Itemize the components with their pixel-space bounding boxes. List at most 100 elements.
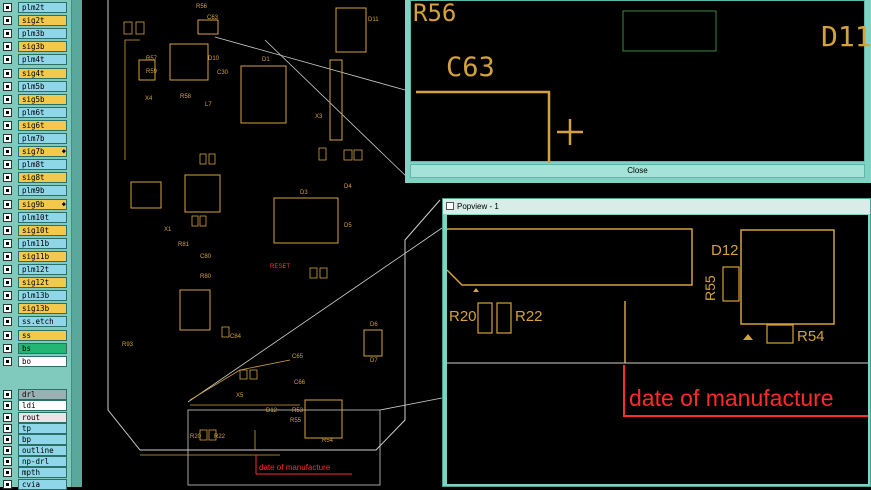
- layer-visibility-checkbox[interactable]: [3, 16, 12, 26]
- layer-row-sig8t[interactable]: sig8t: [2, 172, 68, 184]
- layer-label[interactable]: plm4t: [18, 54, 67, 66]
- layer-row-sig4t[interactable]: sig4t: [2, 67, 68, 79]
- layer-label[interactable]: outline: [18, 445, 67, 457]
- layer-visibility-checkbox[interactable]: [3, 94, 12, 104]
- layer-row-plm2t[interactable]: plm2t: [2, 2, 68, 13]
- layer-row-sig9b[interactable]: sig9b◆: [2, 198, 68, 210]
- layer-visibility-checkbox[interactable]: [3, 304, 12, 314]
- layer-visibility-checkbox[interactable]: [3, 29, 12, 39]
- close-button[interactable]: Close: [410, 164, 865, 178]
- layer-row-sig6t[interactable]: sig6t: [2, 119, 68, 131]
- popview-bottom-window[interactable]: Popview - 1 R20 R22 D12 R55 R54 date of …: [442, 198, 871, 487]
- layer-visibility-checkbox[interactable]: [3, 186, 12, 196]
- layer-row-mpth[interactable]: mpth: [2, 467, 68, 479]
- layer-row-outline[interactable]: outline: [2, 445, 68, 457]
- layer-label[interactable]: np-drl: [18, 456, 67, 468]
- layer-label[interactable]: cvia: [18, 478, 67, 490]
- layer-label[interactable]: sig12t: [18, 277, 67, 289]
- layer-panel-scrollbar[interactable]: [72, 0, 82, 487]
- layer-visibility-checkbox[interactable]: [3, 412, 12, 422]
- layer-label[interactable]: plm5b: [18, 80, 67, 92]
- layer-row-plm6t[interactable]: plm6t: [2, 106, 68, 118]
- layer-label[interactable]: plm3b: [18, 28, 67, 40]
- layer-label[interactable]: plm13b: [18, 290, 67, 302]
- layer-label[interactable]: sig6t: [18, 119, 67, 131]
- layer-row-plm5b[interactable]: plm5b: [2, 80, 68, 92]
- layer-visibility-checkbox[interactable]: [3, 42, 12, 52]
- layer-visibility-checkbox[interactable]: [3, 424, 12, 433]
- layer-row-sig11b[interactable]: sig11b: [2, 250, 68, 262]
- layer-visibility-checkbox[interactable]: [3, 265, 12, 274]
- layer-label[interactable]: sig3b: [18, 41, 67, 53]
- layer-visibility-checkbox[interactable]: [3, 390, 12, 399]
- layer-label[interactable]: sig13b: [18, 303, 67, 315]
- layer-label[interactable]: plm9b: [18, 185, 67, 197]
- layer-label[interactable]: bo: [18, 355, 67, 367]
- layer-visibility-checkbox[interactable]: [3, 225, 12, 235]
- layer-label[interactable]: plm10t: [18, 211, 67, 223]
- layer-label[interactable]: tp: [18, 423, 67, 434]
- layer-visibility-checkbox[interactable]: [3, 160, 12, 170]
- layer-label[interactable]: sig4t: [18, 67, 67, 79]
- layer-visibility-checkbox[interactable]: [3, 107, 12, 117]
- layer-label[interactable]: drl: [18, 389, 67, 400]
- layer-row-sig5b[interactable]: sig5b: [2, 93, 68, 105]
- layer-visibility-checkbox[interactable]: [3, 238, 12, 248]
- layer-label[interactable]: plm7b: [18, 133, 67, 144]
- layer-label[interactable]: bs: [18, 342, 67, 354]
- layer-label[interactable]: plm11b: [18, 237, 67, 249]
- layer-row-plm10t[interactable]: plm10t: [2, 211, 68, 223]
- layer-visibility-checkbox[interactable]: [3, 457, 12, 467]
- layer-row-ss[interactable]: ss: [2, 329, 68, 341]
- layer-row-plm9b[interactable]: plm9b: [2, 185, 68, 197]
- layer-row-plm8t[interactable]: plm8t: [2, 159, 68, 171]
- layer-row-np-drl[interactable]: np-drl: [2, 456, 68, 468]
- layer-label[interactable]: sig8t: [18, 172, 67, 184]
- layer-visibility-checkbox[interactable]: [3, 251, 12, 261]
- layer-label[interactable]: sig9b: [18, 198, 67, 210]
- layer-row-plm12t[interactable]: plm12t: [2, 264, 68, 275]
- layer-visibility-checkbox[interactable]: [3, 291, 12, 301]
- layer-row-plm4t[interactable]: plm4t: [2, 54, 68, 66]
- layer-visibility-checkbox[interactable]: [3, 68, 12, 78]
- layer-row-tp[interactable]: tp: [2, 423, 68, 434]
- layer-row-drl[interactable]: drl: [2, 389, 68, 400]
- layer-row-sig2t[interactable]: sig2t: [2, 15, 68, 27]
- layer-row-sig7b[interactable]: sig7b◆: [2, 146, 68, 158]
- layer-visibility-checkbox[interactable]: [3, 446, 12, 456]
- layer-visibility-checkbox[interactable]: [3, 212, 12, 222]
- layer-label[interactable]: plm8t: [18, 159, 67, 171]
- layer-row-plm3b[interactable]: plm3b: [2, 28, 68, 40]
- layer-label[interactable]: sig2t: [18, 15, 67, 27]
- layer-row-plm11b[interactable]: plm11b: [2, 237, 68, 249]
- layer-visibility-checkbox[interactable]: [3, 356, 12, 366]
- layer-visibility-checkbox[interactable]: [3, 468, 12, 478]
- layer-visibility-checkbox[interactable]: [3, 343, 12, 353]
- layer-row-sig10t[interactable]: sig10t: [2, 224, 68, 236]
- layer-label[interactable]: bp: [18, 434, 67, 446]
- layer-label[interactable]: sig5b: [18, 93, 67, 105]
- layer-label[interactable]: mpth: [18, 467, 67, 479]
- layer-visibility-checkbox[interactable]: [3, 317, 12, 327]
- layer-visibility-checkbox[interactable]: [3, 401, 12, 411]
- layer-visibility-checkbox[interactable]: [3, 3, 12, 12]
- layer-label[interactable]: plm6t: [18, 106, 67, 118]
- layer-label[interactable]: rout: [18, 411, 67, 423]
- layer-row-sig3b[interactable]: sig3b: [2, 41, 68, 53]
- layer-visibility-checkbox[interactable]: [3, 81, 12, 91]
- layer-row-bs[interactable]: bs: [2, 342, 68, 354]
- layer-row-ss-etch[interactable]: ss.etch: [2, 316, 68, 328]
- layer-row-plm7b[interactable]: plm7b: [2, 133, 68, 144]
- layer-label[interactable]: plm12t: [18, 264, 67, 275]
- layer-visibility-checkbox[interactable]: [3, 479, 12, 489]
- layer-row-sig13b[interactable]: sig13b: [2, 303, 68, 315]
- layer-visibility-checkbox[interactable]: [3, 120, 12, 130]
- layer-label[interactable]: sig11b: [18, 250, 67, 262]
- layer-visibility-checkbox[interactable]: [3, 199, 12, 209]
- layer-visibility-checkbox[interactable]: [3, 173, 12, 183]
- layer-row-cvia[interactable]: cvia: [2, 478, 68, 490]
- layer-label[interactable]: sig10t: [18, 224, 67, 236]
- layer-row-sig12t[interactable]: sig12t: [2, 277, 68, 289]
- popview-titlebar[interactable]: Popview - 1: [443, 199, 870, 214]
- layer-label[interactable]: ss.etch: [18, 316, 67, 328]
